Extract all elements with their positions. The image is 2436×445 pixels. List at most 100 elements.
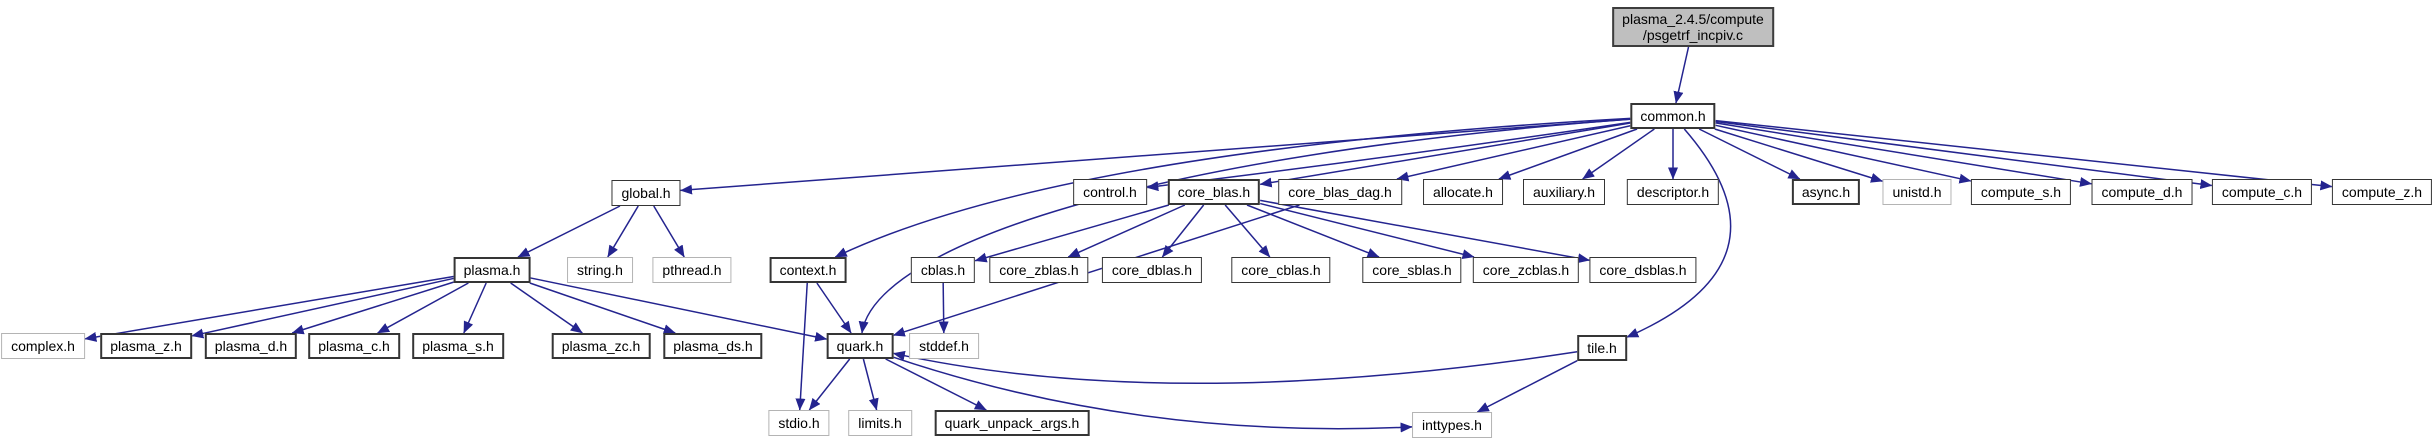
- node-label: auxiliary.h: [1533, 184, 1595, 200]
- node-label: inttypes.h: [1422, 417, 1482, 433]
- node-label: core_zcblas.h: [1482, 262, 1570, 278]
- node-allocate[interactable]: allocate.h: [1423, 179, 1503, 205]
- edge-core_blas-to-core_cblas: [1224, 204, 1271, 258]
- edge-plasma-to-plasma_s: [463, 282, 487, 334]
- edge-common-to-core_blas_dag: [1396, 125, 1631, 182]
- node-control[interactable]: control.h: [1073, 179, 1147, 205]
- node-label: global.h: [621, 185, 671, 201]
- edge-core_blas-to-core_dblas: [1161, 204, 1205, 258]
- edge-common-to-allocate: [1498, 128, 1638, 180]
- node-label: quark_unpack_args.h: [944, 415, 1080, 431]
- node-compute_d[interactable]: compute_d.h: [2091, 179, 2193, 205]
- node-string: string.h: [567, 257, 633, 283]
- node-core_dblas[interactable]: core_dblas.h: [1101, 257, 1203, 283]
- node-quark[interactable]: quark.h: [826, 333, 894, 359]
- node-plasma_z[interactable]: plasma_z.h: [100, 333, 192, 359]
- node-plasma_c[interactable]: plasma_c.h: [308, 333, 400, 359]
- node-auxiliary[interactable]: auxiliary.h: [1523, 179, 1605, 205]
- node-core_blas[interactable]: core_blas.h: [1167, 179, 1261, 205]
- node-stdio: stdio.h: [768, 410, 830, 436]
- edge-common-to-global: [680, 118, 1631, 195]
- node-label: plasma_z.h: [110, 338, 182, 354]
- node-core_sblas[interactable]: core_sblas.h: [1362, 257, 1462, 283]
- node-plasma_s[interactable]: plasma_s.h: [412, 333, 504, 359]
- node-label: complex.h: [11, 338, 75, 354]
- node-label: limits.h: [858, 415, 902, 431]
- node-label: stdio.h: [778, 415, 820, 431]
- node-label: compute_d.h: [2101, 184, 2183, 200]
- edge-global-to-pthread: [653, 205, 685, 258]
- node-tile[interactable]: tile.h: [1577, 335, 1627, 361]
- edge-plasma-to-plasma_z: [191, 277, 454, 339]
- node-compute_c[interactable]: compute_c.h: [2211, 179, 2313, 205]
- node-label: core_cblas.h: [1241, 262, 1321, 278]
- node-label: tile.h: [1587, 340, 1617, 356]
- edge-common-to-async: [1698, 128, 1801, 180]
- edge-plasma-to-plasma_d: [291, 281, 454, 335]
- edge-plasma-to-plasma_zc: [510, 282, 583, 334]
- node-compute_z[interactable]: compute_z.h: [2331, 179, 2433, 205]
- node-label: quark.h: [836, 338, 884, 354]
- node-plasma_ds[interactable]: plasma_ds.h: [663, 333, 763, 359]
- node-compute_s[interactable]: compute_s.h: [1970, 179, 2072, 205]
- edge-quark-to-quark_unpack: [885, 358, 987, 411]
- edge-common-to-auxiliary: [1582, 128, 1655, 180]
- node-label: core_zblas.h: [999, 262, 1079, 278]
- edge-common-to-quark: [858, 118, 1631, 334]
- node-label: context.h: [779, 262, 837, 278]
- node-quark_unpack[interactable]: quark_unpack_args.h: [934, 410, 1090, 436]
- node-common[interactable]: common.h: [1630, 103, 1716, 129]
- node-label: cblas.h: [920, 262, 966, 278]
- node-unistd: unistd.h: [1882, 179, 1952, 205]
- node-label: core_sblas.h: [1372, 262, 1452, 278]
- node-label: plasma_d.h: [214, 338, 288, 354]
- node-inttypes: inttypes.h: [1412, 412, 1492, 438]
- node-label: core_blas_dag.h: [1288, 184, 1392, 200]
- node-context[interactable]: context.h: [769, 257, 847, 283]
- edge-quark-to-stdio: [808, 358, 851, 411]
- node-plasma_d[interactable]: plasma_d.h: [204, 333, 298, 359]
- node-cblas[interactable]: cblas.h: [910, 257, 976, 283]
- node-stddef: stddef.h: [909, 333, 979, 359]
- node-label: pthread.h: [662, 262, 722, 278]
- node-label: plasma_ds.h: [673, 338, 753, 354]
- node-async[interactable]: async.h: [1791, 179, 1861, 205]
- edge-core_blas_dag-to-quark: [892, 204, 1300, 337]
- edge-global-to-string: [607, 205, 639, 258]
- node-label: /psgetrf_incpiv.c: [1642, 27, 1744, 43]
- node-core_dsblas[interactable]: core_dsblas.h: [1589, 257, 1697, 283]
- node-core_zblas[interactable]: core_zblas.h: [989, 257, 1089, 283]
- edge-core_blas-to-core_zblas: [1067, 204, 1186, 258]
- node-complex: complex.h: [1, 333, 85, 359]
- edge-common-to-core_blas: [1259, 122, 1631, 188]
- edge-core_blas-to-core_zcblas: [1260, 202, 1475, 260]
- node-label: compute_s.h: [1980, 184, 2062, 200]
- node-label: stddef.h: [919, 338, 969, 354]
- node-global[interactable]: global.h: [611, 180, 681, 206]
- edge-common-to-compute_d: [1715, 122, 2093, 187]
- node-label: plasma_c.h: [318, 338, 390, 354]
- edge-common-to-compute_s: [1715, 124, 1972, 184]
- node-plasma[interactable]: plasma.h: [453, 257, 531, 283]
- node-core_cblas[interactable]: core_cblas.h: [1231, 257, 1331, 283]
- edge-global-to-plasma: [517, 205, 621, 258]
- node-label: plasma_zc.h: [561, 338, 641, 354]
- edge-tile-to-quark: [892, 350, 1578, 385]
- node-label: async.h: [1801, 184, 1851, 200]
- edge-common-to-compute_c: [1715, 120, 2213, 190]
- node-descriptor[interactable]: descriptor.h: [1626, 179, 1720, 205]
- node-core_zcblas[interactable]: core_zcblas.h: [1472, 257, 1580, 283]
- edge-plasma-to-quark: [530, 277, 828, 342]
- edge-context-to-quark: [816, 282, 852, 334]
- node-limits: limits.h: [848, 410, 912, 436]
- node-label: compute_c.h: [2221, 184, 2303, 200]
- node-plasma_zc[interactable]: plasma_zc.h: [551, 333, 651, 359]
- edge-plasma-to-plasma_c: [377, 282, 469, 334]
- node-label: core_dsblas.h: [1599, 262, 1687, 278]
- node-label: unistd.h: [1892, 184, 1942, 200]
- node-core_blas_dag[interactable]: core_blas_dag.h: [1278, 179, 1402, 205]
- node-label: allocate.h: [1433, 184, 1493, 200]
- node-label: core_blas.h: [1177, 184, 1251, 200]
